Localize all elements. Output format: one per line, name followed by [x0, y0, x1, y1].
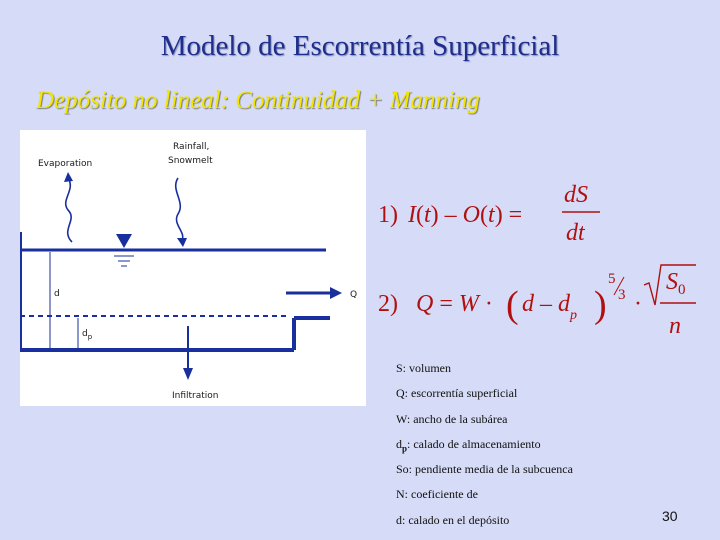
water-surface-symbol	[116, 234, 132, 248]
eq2-open-paren: (	[506, 284, 519, 326]
infiltration-label: Infiltration	[172, 391, 219, 401]
rainfall-arrow	[174, 177, 184, 241]
evaporation-label: Evaporation	[38, 159, 92, 169]
eq2-q-w: Q = W ·	[416, 291, 493, 317]
eq1-denominator: dt	[566, 220, 586, 246]
eq2-number: 2)	[378, 291, 398, 317]
eq1-numerator: dS	[564, 182, 588, 208]
q-label: Q	[350, 290, 357, 300]
legend-item: Q: escorrentía superficial	[396, 386, 518, 401]
legend-item: N: coeficiente de	[396, 487, 478, 502]
eq2-difference: d – dp	[522, 291, 577, 323]
reservoir-diagram: Evaporation Rainfall, Snowmelt d dp Q	[20, 130, 366, 406]
rainfall-label: Rainfall,	[173, 142, 209, 152]
page-number: 30	[662, 508, 678, 524]
eq1-number: 1)	[378, 202, 398, 228]
variable-legend: S: volumen Q: escorrentía superficial W:…	[396, 360, 573, 537]
rainfall-arrowhead	[177, 238, 187, 247]
eq2-exponent-slash	[613, 276, 625, 296]
eq2-exponent-den: 3	[618, 287, 626, 303]
evaporation-arrow	[64, 177, 73, 243]
eq2-sqrt-sign	[643, 264, 696, 306]
eq1-expression: I(t) – O(t) =	[407, 202, 522, 228]
equation-manning: 2) Q = W · ( d – dp ) 5 3 · S0 n	[378, 255, 698, 345]
legend-item: S: volumen	[396, 361, 452, 375]
d-label: d	[54, 289, 60, 299]
slide-subtitle: Depósito no lineal: Continuidad + Mannin…	[36, 87, 480, 114]
slide-title: Modelo de Escorrentía Superficial	[160, 30, 560, 62]
evaporation-arrowhead	[64, 172, 73, 182]
equation-continuity: 1) I(t) – O(t) = dS dt	[378, 176, 618, 256]
eq2-dot: ·	[634, 291, 642, 317]
q-arrowhead	[330, 287, 342, 299]
dp-label: dp	[82, 329, 93, 341]
eq2-exponent-num: 5	[608, 271, 616, 287]
legend-item: W: ancho de la subárea	[396, 411, 508, 426]
eq2-s0: S0	[666, 269, 686, 298]
legend-item: dp: calado de almacenamiento	[396, 436, 541, 454]
eq2-close-paren: )	[594, 284, 607, 326]
legend-item: d: calado en el depósito	[396, 512, 510, 527]
infiltration-arrowhead	[183, 368, 193, 380]
snowmelt-label: Snowmelt	[168, 156, 213, 166]
legend-item: So: pendiente media de la subcuenca	[396, 462, 573, 477]
eq2-n: n	[669, 313, 681, 339]
